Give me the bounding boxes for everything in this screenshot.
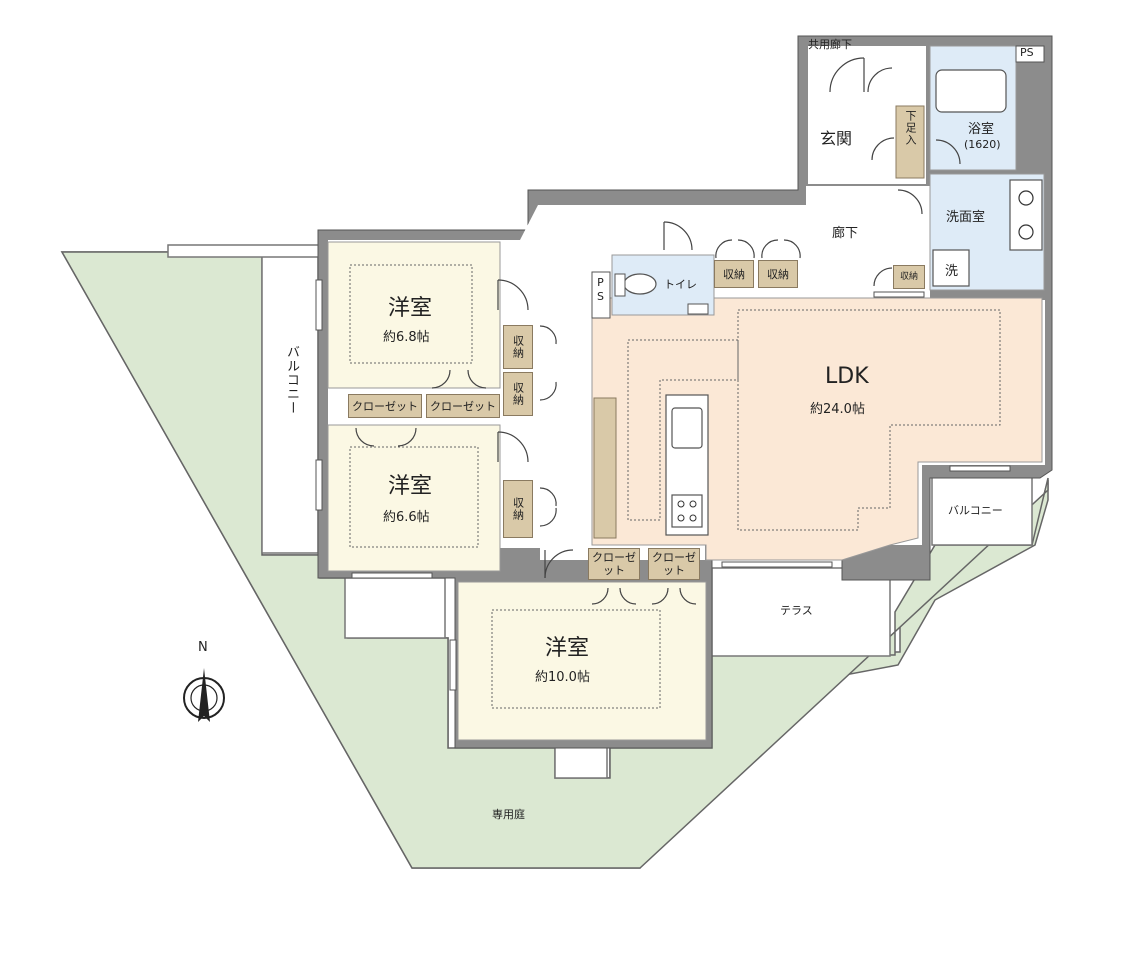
bathtub: [935, 69, 1007, 113]
washer-label: 洗: [945, 264, 959, 279]
storage-tag-5: 収納: [758, 260, 798, 288]
closet-tag-4: クローゼット: [648, 548, 700, 580]
storage-tag-6: 収納: [893, 265, 925, 289]
door-swings: [355, 57, 961, 605]
ps-left-label: PS: [594, 276, 607, 304]
kitchen-sink: [671, 407, 703, 449]
storage-tag-1: 収納: [503, 325, 533, 369]
western-room-2-size: 約6.6帖: [383, 510, 430, 525]
terrace-label: テラス: [780, 604, 813, 617]
entrance-label: 玄関: [820, 129, 853, 148]
storage-tag-3: 収納: [503, 480, 533, 538]
closet-tag-1: クローゼット: [348, 394, 422, 418]
ps-top-label: PS: [1020, 46, 1034, 59]
toilet-label: トイレ: [664, 278, 697, 291]
kitchen-counter-back: [593, 397, 617, 539]
western-room-1: [327, 241, 501, 389]
shared-corridor-label: 共用廊下: [808, 38, 852, 51]
terrace-area: [711, 567, 891, 657]
washer-spot: [932, 249, 970, 287]
porch-area: [344, 577, 446, 639]
western-room-3-name: 洋室: [545, 636, 590, 661]
storage-tag-4: 収納: [714, 260, 754, 288]
bath-size: (1620): [964, 138, 1001, 151]
balcony-east-label: バルコニー: [948, 504, 1003, 517]
kitchen-stove: [671, 494, 703, 528]
western-room-3-size: 約10.0帖: [535, 670, 590, 685]
vanity: [1009, 179, 1043, 251]
balcony-west-area: [261, 254, 319, 554]
western-room-1-size: 約6.8帖: [383, 330, 430, 345]
north-label: N: [198, 640, 208, 655]
private-garden-label: 専用庭: [492, 808, 525, 821]
compass-icon: [183, 668, 225, 722]
washroom-label: 洗面室: [946, 210, 986, 225]
western-room-3: [457, 581, 707, 741]
western-room-2-name: 洋室: [388, 474, 433, 499]
balcony-west-label: バルコニー: [284, 345, 299, 415]
windows: [315, 279, 1011, 691]
ldk-name: LDK: [825, 364, 869, 389]
hallway-label: 廊下: [832, 226, 859, 241]
storage-tag-2: 収納: [503, 372, 533, 416]
ldk-size: 約24.0帖: [810, 402, 865, 417]
bath-label: 浴室: [968, 122, 995, 137]
closet-tag-3: クローゼット: [588, 548, 640, 580]
western-room-1-name: 洋室: [388, 296, 433, 321]
closet-tag-2: クローゼット: [426, 394, 500, 418]
shoe-storage-label: 下足入: [904, 110, 917, 146]
